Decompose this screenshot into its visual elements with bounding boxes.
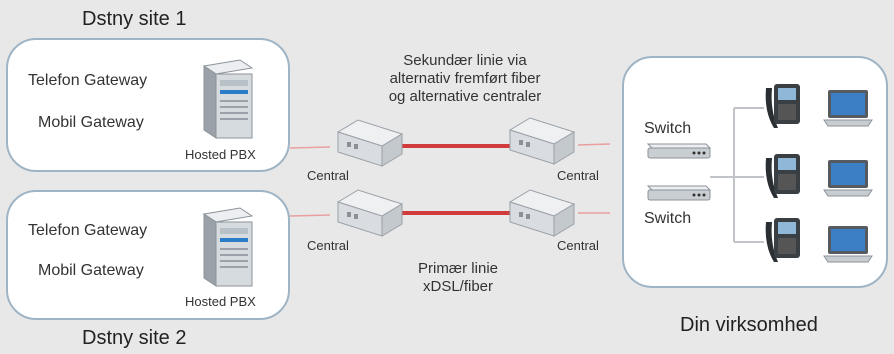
desk-phone-icon (765, 154, 800, 198)
central-label: Central (557, 168, 599, 183)
site-2-box: Telefon Gateway Mobil Gateway Hosted PBX (6, 190, 290, 320)
secondary-line-text-3: og alternative centraler (388, 88, 542, 105)
secondary-line-text-1: Sekundær linie via (403, 52, 527, 69)
switch-label: Switch (644, 210, 692, 227)
primary-line-label: Primær linie xDSL/fiber (388, 260, 528, 296)
server-icon (202, 207, 254, 287)
hosted-pbx-label: Hosted PBX (185, 147, 256, 162)
mobil-gateway-label: Mobil Gateway (38, 114, 144, 131)
switch-icon (646, 185, 712, 201)
switch-icon (646, 143, 712, 159)
secondary-link (289, 143, 611, 149)
central-label: Central (307, 238, 349, 253)
telefon-gateway-label: Telefon Gateway (28, 222, 148, 239)
secondary-line-label: Sekundær linie via alternativ fremført f… (350, 52, 580, 106)
central-router-icon (508, 117, 576, 165)
central-label: Central (307, 168, 349, 183)
switch-label: Switch (644, 120, 692, 137)
primary-link (289, 211, 610, 217)
business-title: Din virksomhed (680, 314, 818, 336)
central-router-icon (336, 189, 404, 237)
central-label: Central (557, 238, 599, 253)
laptop-icon (823, 226, 873, 263)
hosted-pbx-label: Hosted PBX (185, 294, 256, 309)
server-icon (202, 59, 254, 139)
business-network-graphics (646, 84, 873, 263)
site-1-title: Dstny site 1 (82, 8, 187, 30)
mobil-gateway-label: Mobil Gateway (38, 262, 144, 279)
secondary-line-text-2: alternativ fremført fiber (389, 70, 541, 87)
desk-phone-icon (765, 84, 800, 128)
site-1-box: Telefon Gateway Mobil Gateway Hosted PBX (6, 38, 290, 172)
central-router-icon (336, 119, 404, 167)
central-router-icon (508, 189, 576, 237)
site-2-title: Dstny site 2 (82, 327, 187, 349)
telefon-gateway-label: Telefon Gateway (28, 72, 148, 89)
laptop-icon (823, 90, 873, 127)
desk-phone-icon (765, 218, 800, 262)
primary-line-text-2: xDSL/fiber (422, 278, 494, 295)
primary-line-text-1: Primær linie (417, 260, 498, 277)
laptop-icon (823, 160, 873, 197)
business-box: Switch Switch (622, 56, 888, 288)
